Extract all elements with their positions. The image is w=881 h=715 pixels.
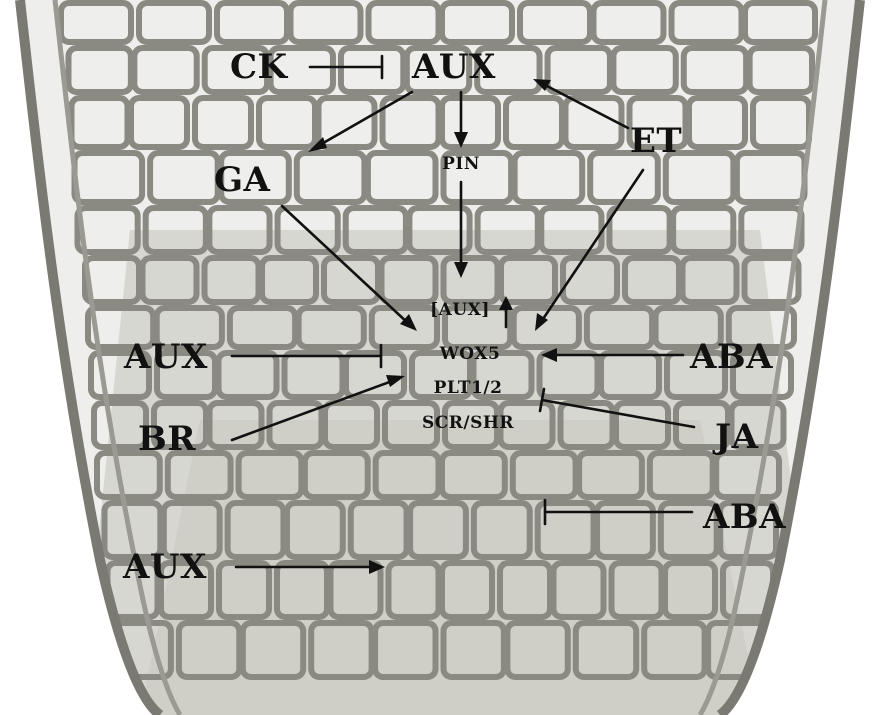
et-label: ET [630,124,682,158]
ga-label: GA [214,163,270,197]
aba-low-label: ABA [703,500,786,534]
aux-bottom-label: AUX [123,550,207,584]
aux-concentration-label: [AUX] [430,302,490,319]
pin-label: PIN [442,156,480,173]
br-label: BR [138,422,196,456]
aux-left-label: AUX [124,340,208,374]
ck-label: CK [230,50,288,84]
ja-label: JA [715,420,758,454]
scr-shr-label: SCR/SHR [422,415,514,432]
plt-label: PLT1/2 [434,380,503,397]
aba-mid-label: ABA [690,340,773,374]
aux-top-label: AUX [412,50,496,84]
wox5-label: WOX5 [440,346,501,363]
